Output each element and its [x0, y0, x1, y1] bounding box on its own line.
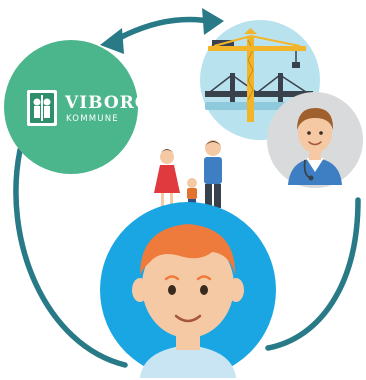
viborg-crest-icon — [27, 90, 57, 126]
crane-icon — [208, 28, 306, 122]
top-double-arrow — [109, 16, 217, 45]
citizen-icon — [132, 224, 244, 378]
arrowhead-right — [202, 8, 224, 35]
left-arc-arrow — [13, 147, 128, 368]
citizen-node — [100, 202, 276, 378]
logo-sub: KOMMUNE — [66, 114, 119, 124]
arrowhead-left — [100, 28, 124, 54]
doctor-node — [267, 92, 363, 188]
cycle-arrows — [13, 8, 361, 368]
right-arc-arrow — [265, 197, 361, 351]
municipality-node: VIBORG KOMMUNE — [4, 40, 150, 174]
logo-name: VIBORG — [64, 93, 150, 113]
doctor-icon — [288, 108, 342, 185]
family-icon — [154, 140, 222, 208]
